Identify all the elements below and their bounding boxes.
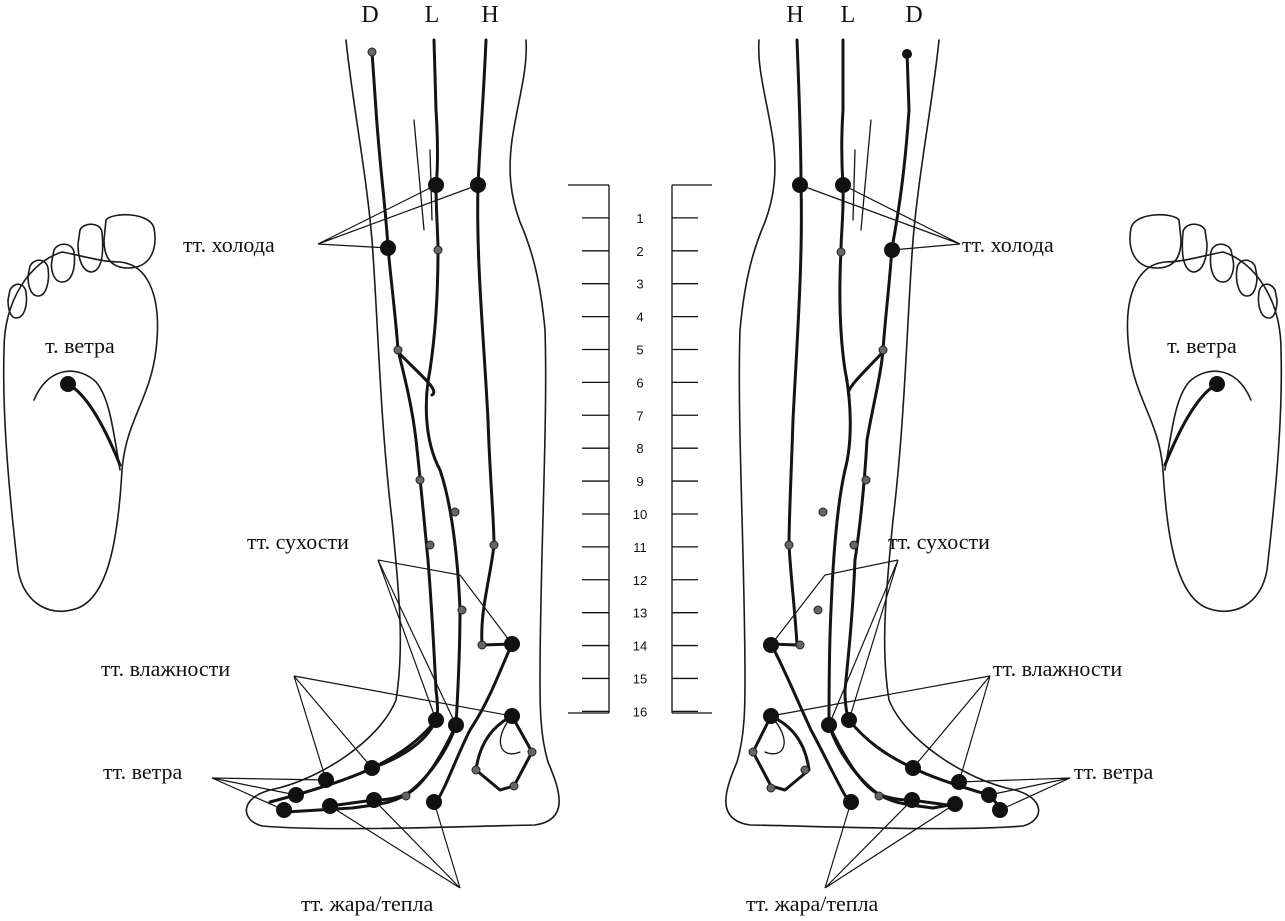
point <box>471 765 481 775</box>
point <box>878 345 888 355</box>
cold-label-right: тт. холода <box>962 232 1054 257</box>
point <box>393 345 403 355</box>
scale-number: 7 <box>636 408 643 423</box>
point <box>818 507 828 517</box>
point <box>874 791 884 801</box>
point <box>836 247 846 257</box>
scale-number: 4 <box>636 310 643 325</box>
right-channel-h <box>787 38 803 647</box>
scale-number: 10 <box>633 507 647 522</box>
moisture-label-right: тт. влажности <box>993 656 1122 681</box>
point <box>450 507 460 517</box>
point <box>813 605 823 615</box>
scale-number: 15 <box>633 671 647 686</box>
point <box>509 781 519 791</box>
dryness-label-right: тт. сухости <box>888 529 990 554</box>
channel-letter: L <box>425 2 440 28</box>
left-leg-points <box>276 47 537 818</box>
point <box>457 605 467 615</box>
scale-number: 8 <box>636 441 643 456</box>
scale-number: 3 <box>636 277 643 292</box>
wind-label: тт. ветра <box>103 759 182 784</box>
channel-letter: D <box>361 2 378 28</box>
sole-wind-point <box>60 376 76 392</box>
right-leg-points <box>748 49 1008 818</box>
scale-number: 5 <box>636 342 643 357</box>
wind-label-right: тт. ветра <box>1074 759 1153 784</box>
moisture-label: тт. влажности <box>101 656 230 681</box>
point <box>902 49 912 59</box>
left-channel-d <box>268 50 439 804</box>
point <box>800 765 810 775</box>
channel-headers-left: D L H <box>361 2 498 28</box>
point <box>795 640 805 650</box>
channel-letter: H <box>786 2 803 28</box>
point <box>401 791 411 801</box>
heat-label-right: тт. жара/тепла <box>746 891 879 916</box>
point <box>433 245 443 255</box>
heat-label: тт. жара/тепла <box>301 891 434 916</box>
channel-letter: D <box>905 2 922 28</box>
left-channel-h <box>476 38 496 647</box>
right-labels: тт. холода тт. сухости тт. влажности тт.… <box>746 184 1153 916</box>
scale-number: 11 <box>633 540 647 555</box>
left-leg <box>245 38 560 830</box>
left-labels: тт. холода тт. сухости тт. влажности тт.… <box>101 184 513 916</box>
point <box>849 540 859 550</box>
left-channel-l <box>284 38 462 814</box>
point <box>784 540 794 550</box>
point <box>477 640 487 650</box>
scale-number: 6 <box>636 375 643 390</box>
scale-number: 1 <box>636 211 643 226</box>
point <box>861 475 871 485</box>
sole-wind-point-right <box>1209 376 1225 392</box>
scale-number: 9 <box>636 474 643 489</box>
left-sole: т. ветра <box>2 213 159 613</box>
channel-letter: H <box>481 2 498 28</box>
point <box>415 475 425 485</box>
point <box>766 783 776 793</box>
point <box>748 747 758 757</box>
scale-number: 13 <box>633 606 647 621</box>
scale-number: 2 <box>636 244 643 259</box>
channel-headers-right: H L D <box>786 2 922 28</box>
point <box>367 47 377 57</box>
dryness-label: тт. сухости <box>247 529 349 554</box>
scale-number: 16 <box>633 704 647 719</box>
scale-number: 12 <box>633 573 647 588</box>
sole-wind-label-right: т. ветра <box>1167 333 1237 358</box>
scale-number: 14 <box>633 639 647 654</box>
point <box>425 540 435 550</box>
right-sole <box>1126 213 1283 613</box>
sole-wind-label: т. ветра <box>45 333 115 358</box>
right-channel-l <box>827 38 957 810</box>
channel-letter: L <box>841 2 856 28</box>
point <box>527 747 537 757</box>
point <box>489 540 499 550</box>
cold-label: тт. холода <box>183 232 275 257</box>
